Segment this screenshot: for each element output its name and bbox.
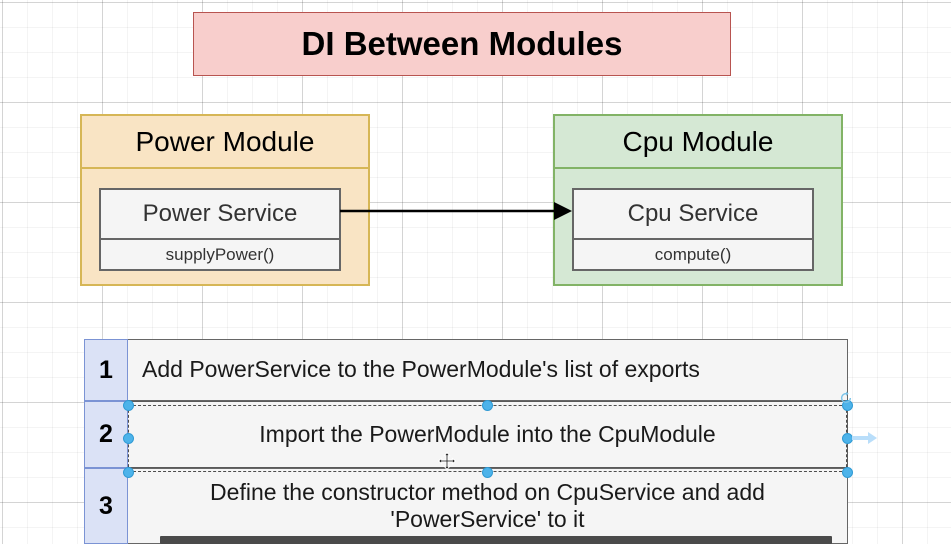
service-cpu-method: compute() — [654, 244, 732, 264]
horizontal-scrollbar-thumb[interactable] — [160, 536, 832, 544]
module-cpu-title: Cpu Module — [622, 125, 774, 157]
service-box-power[interactable]: Power Service supplyPower() — [99, 188, 341, 271]
service-cpu-name: Cpu Service — [574, 190, 812, 240]
resize-handle-bottom-center[interactable] — [482, 467, 493, 478]
page-title: DI Between Modules — [301, 25, 623, 62]
module-cpu[interactable]: Cpu Module Cpu Service compute() — [553, 114, 843, 286]
step-number: 2 — [84, 401, 128, 468]
diagram-title-box[interactable]: DI Between Modules — [193, 12, 731, 76]
step-text[interactable]: Add PowerService to the PowerModule's li… — [128, 339, 848, 401]
service-box-cpu[interactable]: Cpu Service compute() — [572, 188, 814, 271]
table-row[interactable]: 2 Import the PowerModule into the CpuMod… — [84, 401, 848, 468]
move-cursor-icon — [438, 452, 456, 470]
horizontal-scrollbar[interactable] — [0, 535, 951, 544]
arrow-right-icon[interactable] — [340, 196, 572, 226]
resize-handle-bottom-left[interactable] — [123, 467, 134, 478]
step-number: 1 — [84, 339, 128, 401]
resize-handle-top-center[interactable] — [482, 400, 493, 411]
resize-handle-middle-left[interactable] — [123, 433, 134, 444]
module-cpu-body: Cpu Service compute() — [555, 169, 841, 284]
step-text[interactable]: Import the PowerModule into the CpuModul… — [128, 401, 848, 468]
resize-handle-top-right[interactable] — [842, 400, 853, 411]
module-power-title: Power Module — [135, 125, 315, 157]
rotate-icon[interactable] — [839, 391, 853, 405]
module-power-body: Power Service supplyPower() — [82, 169, 368, 284]
step-number: 3 — [84, 468, 128, 544]
module-power[interactable]: Power Module Power Service supplyPower() — [80, 114, 370, 286]
service-power-name: Power Service — [101, 190, 339, 240]
resize-handle-top-left[interactable] — [123, 400, 134, 411]
arrow-right-handle-icon[interactable] — [852, 430, 878, 446]
module-power-header: Power Module — [82, 116, 368, 169]
table-row[interactable]: 1 Add PowerService to the PowerModule's … — [84, 339, 848, 401]
service-power-method: supplyPower() — [165, 244, 275, 264]
table-row[interactable]: 3 Define the constructor method on CpuSe… — [84, 468, 848, 544]
resize-handle-bottom-right[interactable] — [842, 467, 853, 478]
step-text[interactable]: Define the constructor method on CpuServ… — [128, 468, 848, 544]
module-cpu-header: Cpu Module — [555, 116, 841, 169]
steps-table[interactable]: 1 Add PowerService to the PowerModule's … — [84, 339, 848, 544]
